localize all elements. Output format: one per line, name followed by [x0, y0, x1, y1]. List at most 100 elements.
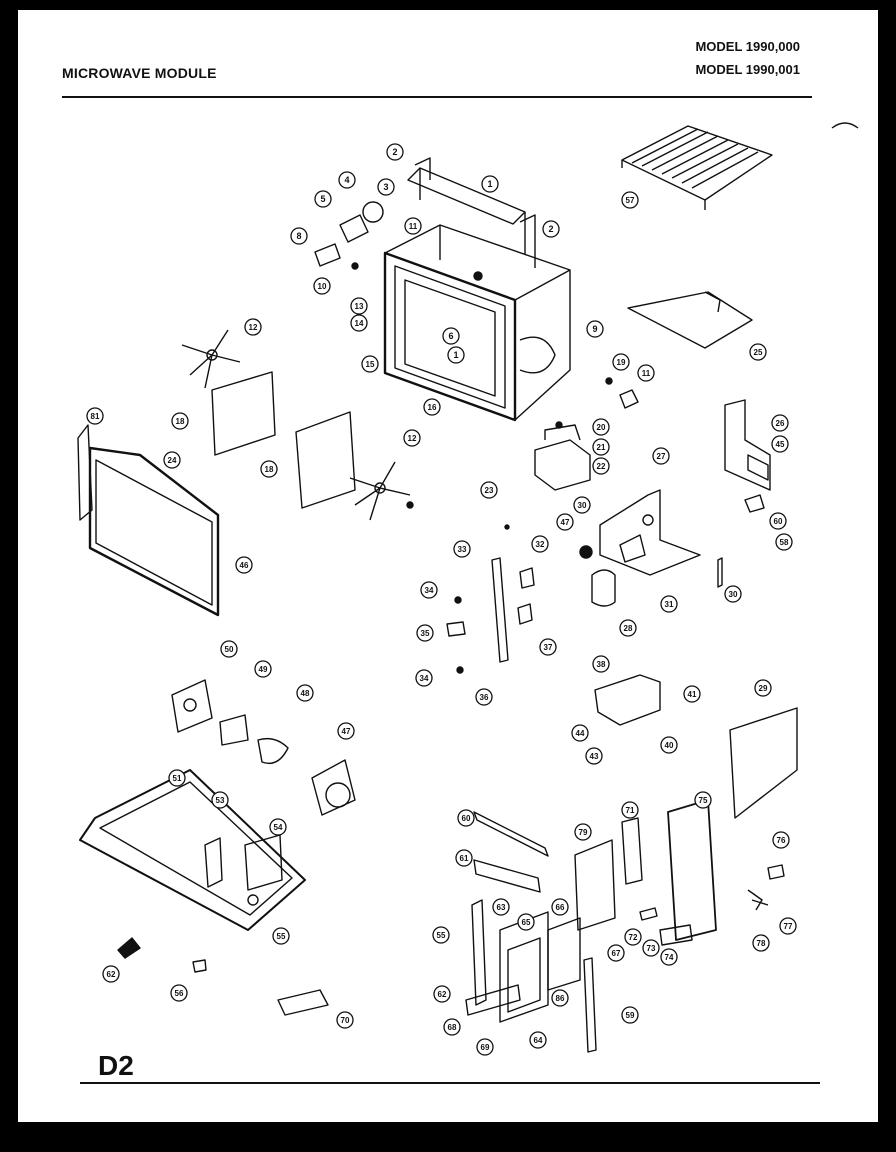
part-callout: 14 [350, 314, 368, 332]
part-callout: 77 [779, 917, 797, 935]
stirrer-fan-lower [349, 461, 414, 521]
part-callout: 15 [361, 355, 379, 373]
part-callout: 35 [416, 624, 434, 642]
part-callout: 74 [660, 948, 678, 966]
header-rule [62, 96, 812, 98]
part-callout: 75 [694, 791, 712, 809]
scan-border [0, 1122, 896, 1152]
callout-number: 33 [458, 545, 467, 554]
callout-number: 22 [597, 462, 606, 471]
callout-number: 66 [556, 903, 565, 912]
part-callout: 33 [453, 540, 471, 558]
callout-number: 36 [480, 693, 489, 702]
callout-number: 30 [729, 590, 738, 599]
callout-circle [592, 418, 610, 436]
callout-circle [539, 638, 557, 656]
callout-circle [235, 556, 253, 574]
callout-number: 34 [425, 586, 434, 595]
part-callout: 4 [338, 171, 356, 189]
part-callout: 73 [642, 939, 660, 957]
part-callout: 65 [517, 913, 535, 931]
callout-circle [660, 595, 678, 613]
callout-number: 18 [265, 465, 274, 474]
part-callout: 64 [529, 1031, 547, 1049]
part-callout: 12 [403, 429, 421, 447]
callout-number: 20 [597, 423, 606, 432]
mounting-bracket [579, 489, 701, 576]
corner-mark [831, 122, 859, 129]
callout-number: 51 [173, 774, 182, 783]
part-callout: 37 [539, 638, 557, 656]
callout-circle [621, 191, 639, 209]
callout-number: 27 [657, 452, 666, 461]
part-callout: 30 [573, 496, 591, 514]
callout-number: 61 [460, 854, 469, 863]
part-callout: 34 [415, 669, 433, 687]
blower-motor-parts [171, 679, 356, 816]
callout-circle [86, 407, 104, 425]
callout-circle [772, 831, 790, 849]
callout-number: 11 [642, 369, 651, 378]
callout-circle [290, 227, 308, 245]
part-callout: 45 [771, 435, 789, 453]
callout-circle [337, 722, 355, 740]
callout-number: 45 [776, 440, 785, 449]
callout-circle [314, 190, 332, 208]
part-callout: 60 [769, 512, 787, 530]
callout-circle [476, 1038, 494, 1056]
callout-number: 73 [647, 944, 656, 953]
callout-circle [457, 809, 475, 827]
callout-number: 2 [392, 147, 397, 157]
callout-number: 29 [759, 684, 768, 693]
callout-circle [771, 435, 789, 453]
callout-circle [420, 581, 438, 599]
callout-number: 38 [597, 660, 606, 669]
callout-circle [573, 496, 591, 514]
page-code: D2 [98, 1050, 134, 1081]
callout-number: 62 [107, 970, 116, 979]
part-callout: 69 [476, 1038, 494, 1056]
part-callout: 31 [660, 595, 678, 613]
part-callout: 12 [244, 318, 262, 336]
callout-number: 26 [776, 419, 785, 428]
callout-circle [455, 849, 473, 867]
part-callout: 76 [772, 831, 790, 849]
part-callout: 55 [432, 926, 450, 944]
part-callout: 67 [607, 944, 625, 962]
callout-number: 41 [688, 690, 697, 699]
callout-number: 25 [754, 348, 763, 357]
callout-number: 71 [626, 806, 635, 815]
callout-number: 81 [91, 412, 100, 421]
part-callout: 47 [556, 513, 574, 531]
callout-number: 43 [590, 752, 599, 761]
callout-circle [531, 535, 549, 553]
callout-number: 34 [420, 674, 429, 683]
callout-number: 78 [757, 939, 766, 948]
callout-number: 30 [578, 501, 587, 510]
part-callout: 58 [775, 533, 793, 551]
part-callout: 81 [86, 407, 104, 425]
part-callout: 38 [592, 655, 610, 673]
callout-number: 6 [448, 331, 453, 341]
side-bracket [717, 399, 771, 588]
callout-number: 35 [421, 629, 430, 638]
model-number-2: MODEL 1990,001 [695, 62, 800, 77]
callout-circle [769, 512, 787, 530]
callout-circle [481, 175, 499, 193]
part-callout: 29 [754, 679, 772, 697]
callout-circle [272, 927, 290, 945]
part-callout: 49 [254, 660, 272, 678]
callout-number: 40 [665, 741, 674, 750]
callout-circle [574, 823, 592, 841]
part-callout: 59 [621, 1006, 639, 1024]
callout-circle [683, 685, 701, 703]
callout-circle [442, 327, 460, 345]
callout-layer: 1223458101112131415161691812181911202122… [86, 143, 797, 1056]
part-callout: 21 [592, 438, 610, 456]
part-callout: 8 [290, 227, 308, 245]
callout-circle [475, 688, 493, 706]
part-callout: 40 [660, 736, 678, 754]
callout-number: 31 [665, 600, 674, 609]
callout-number: 11 [409, 222, 418, 231]
callout-circle [592, 655, 610, 673]
